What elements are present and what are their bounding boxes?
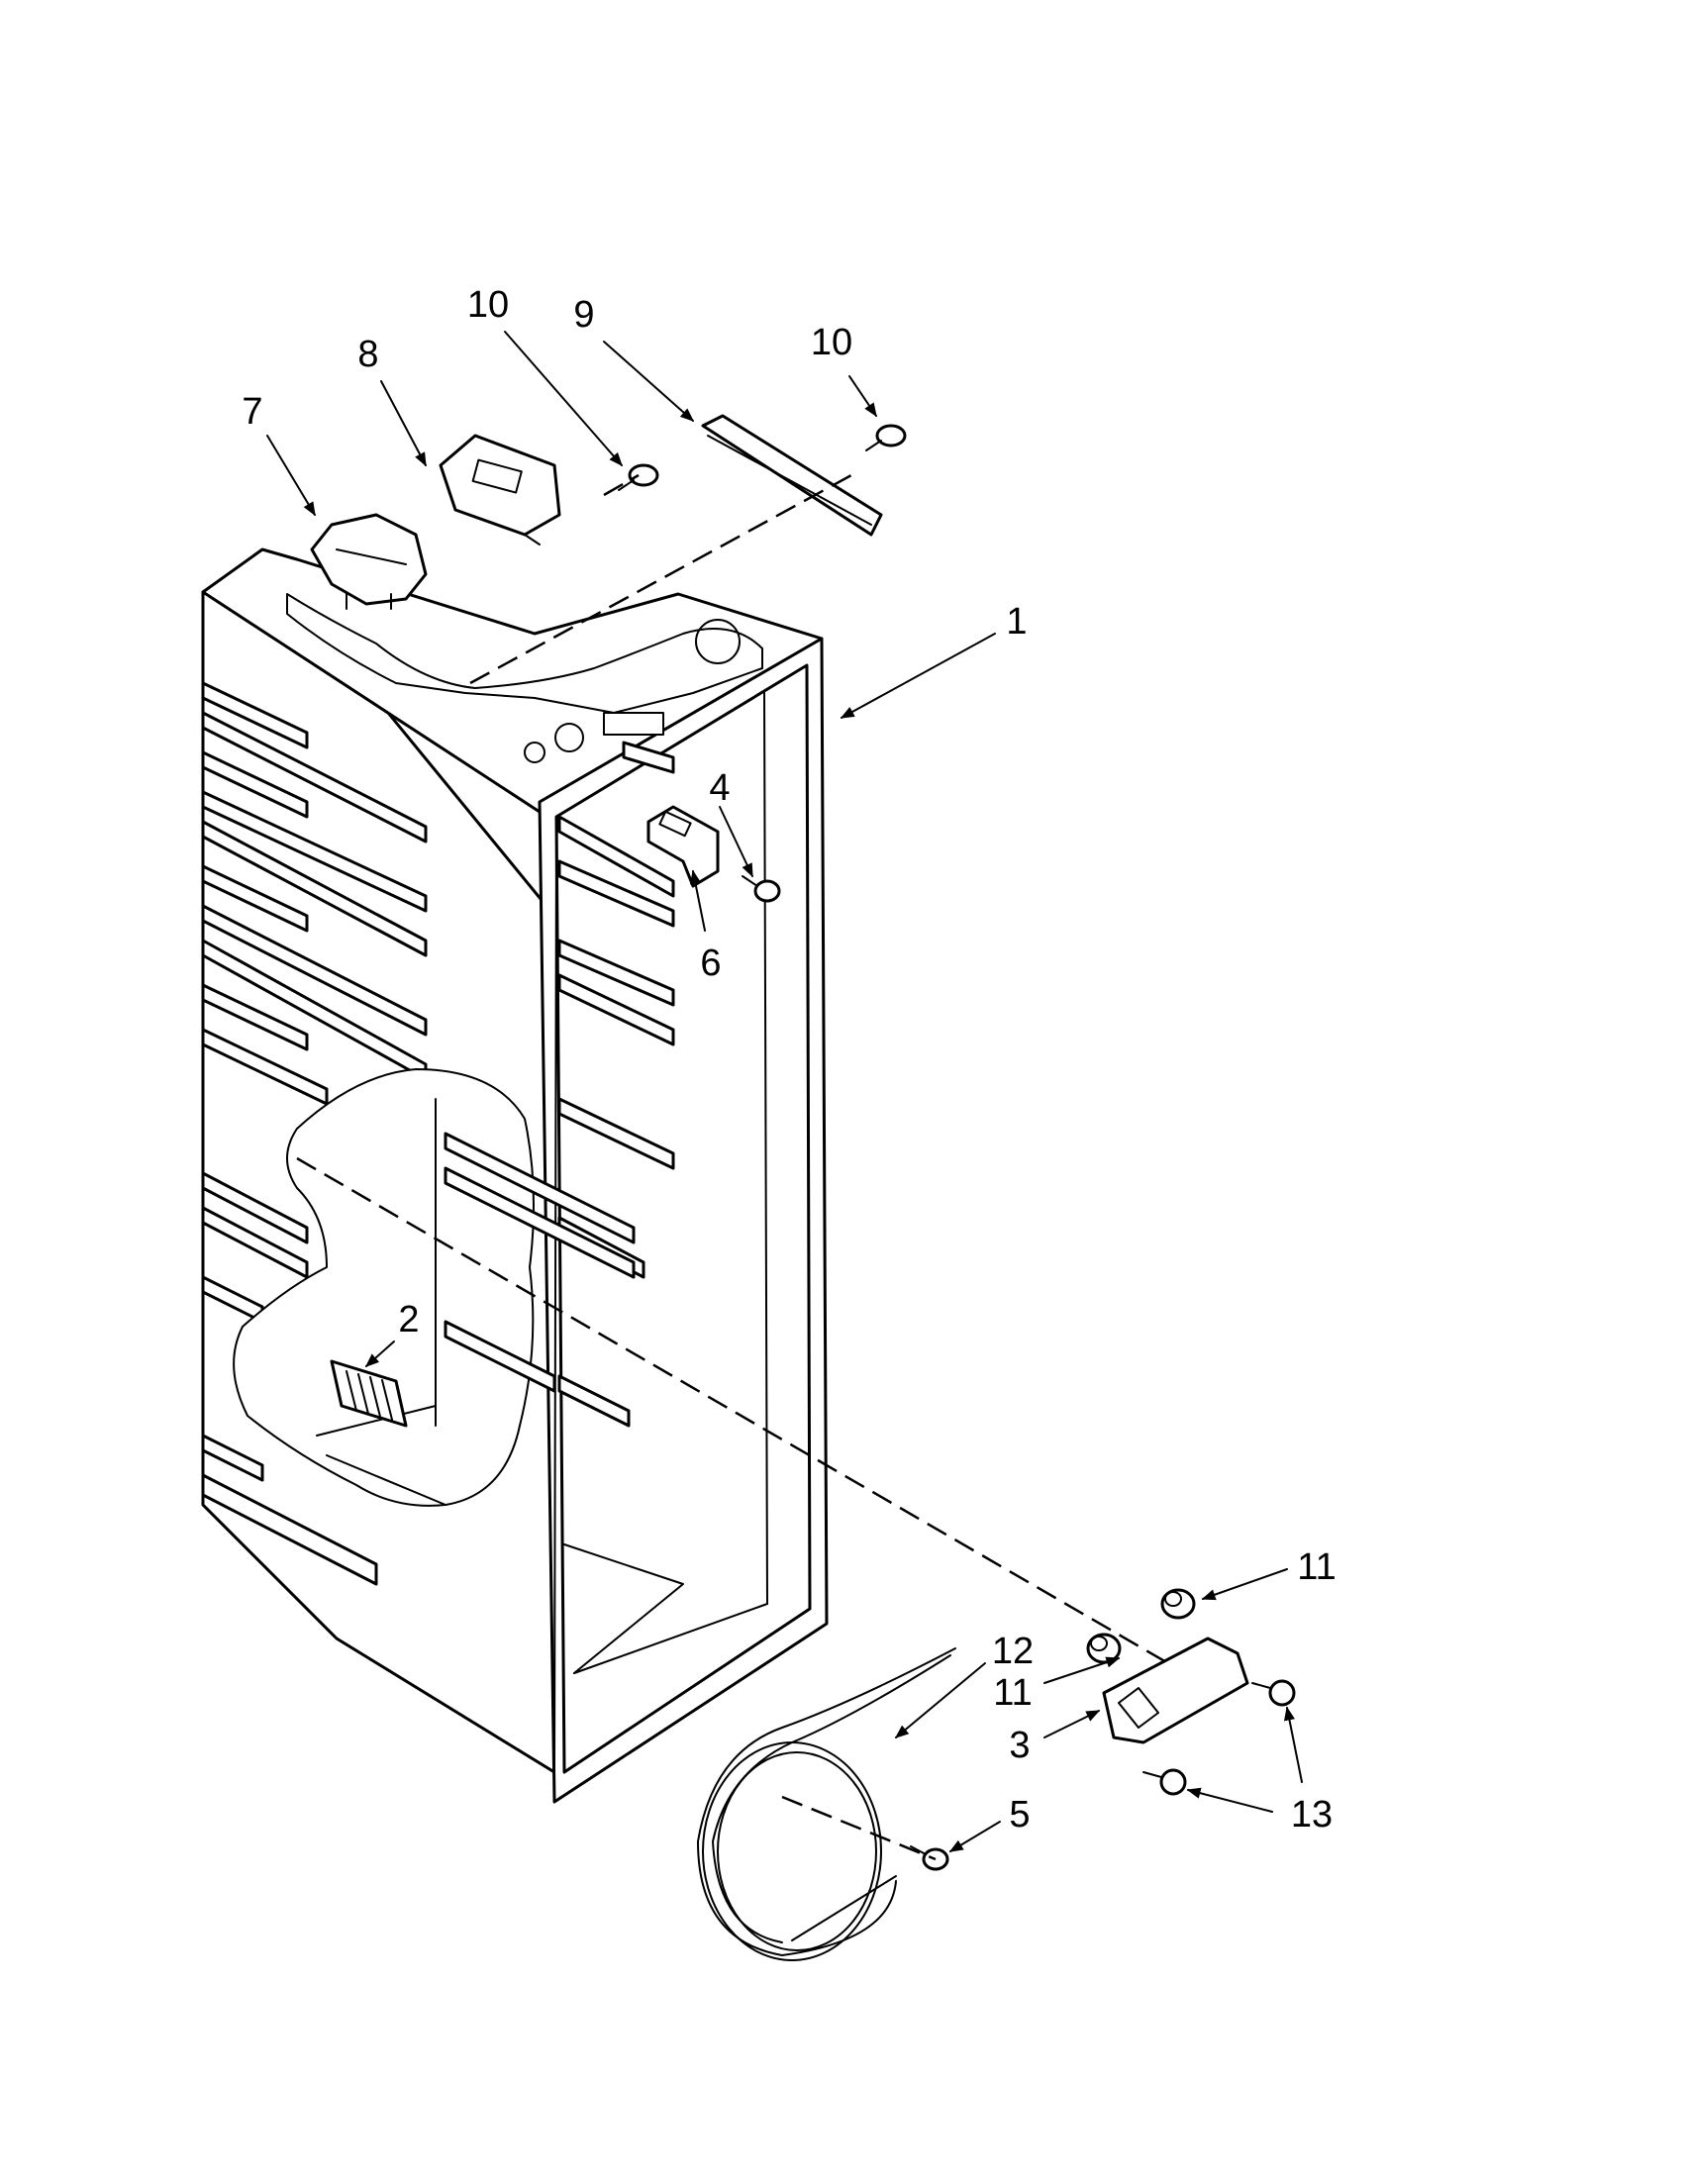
part-10-screw-left [618, 463, 659, 491]
cutaway-window [233, 1068, 636, 1507]
refrigerator-liner [201, 547, 829, 1804]
callout-5: 5 [1009, 1794, 1030, 1836]
callout-7: 7 [242, 391, 262, 433]
callout-4: 4 [709, 767, 730, 809]
part-7-control [310, 513, 428, 610]
part-12-coiled-tube [697, 1647, 956, 1961]
part-11-plug-lower [1086, 1633, 1122, 1664]
callout-12: 12 [992, 1631, 1034, 1672]
callout-6: 6 [700, 943, 721, 984]
callout-10-upper-left: 10 [467, 284, 509, 326]
part-2-grille [330, 1359, 408, 1428]
callout-2: 2 [398, 1299, 419, 1340]
part-9-strip [701, 414, 883, 537]
callout-13: 13 [1291, 1794, 1333, 1836]
part-3-housing [1102, 1637, 1249, 1744]
leader-lines [266, 331, 1303, 1852]
part-11-plug-upper [1160, 1588, 1196, 1620]
callout-9: 9 [573, 294, 594, 336]
part-4-screw [742, 875, 781, 903]
left-wall-shelf-rails [201, 681, 428, 1586]
alignment-lines [296, 473, 1169, 1861]
callout-3: 3 [1009, 1725, 1030, 1766]
callout-11-upper: 11 [1297, 1546, 1336, 1588]
callout-labels: 10 9 10 8 7 1 4 6 2 11 12 11 3 5 13 [242, 284, 1336, 1836]
callout-1: 1 [1006, 601, 1027, 643]
part-6-bracket [646, 805, 720, 888]
part-13-fastener-upper [1251, 1679, 1296, 1707]
callout-11-lower: 11 [993, 1672, 1032, 1714]
callout-8: 8 [357, 334, 378, 375]
part-8-bracket [439, 434, 561, 546]
callout-10-upper-right: 10 [811, 322, 852, 363]
part-13-fastener-lower [1142, 1768, 1187, 1796]
part-10-screw-right [865, 424, 907, 451]
